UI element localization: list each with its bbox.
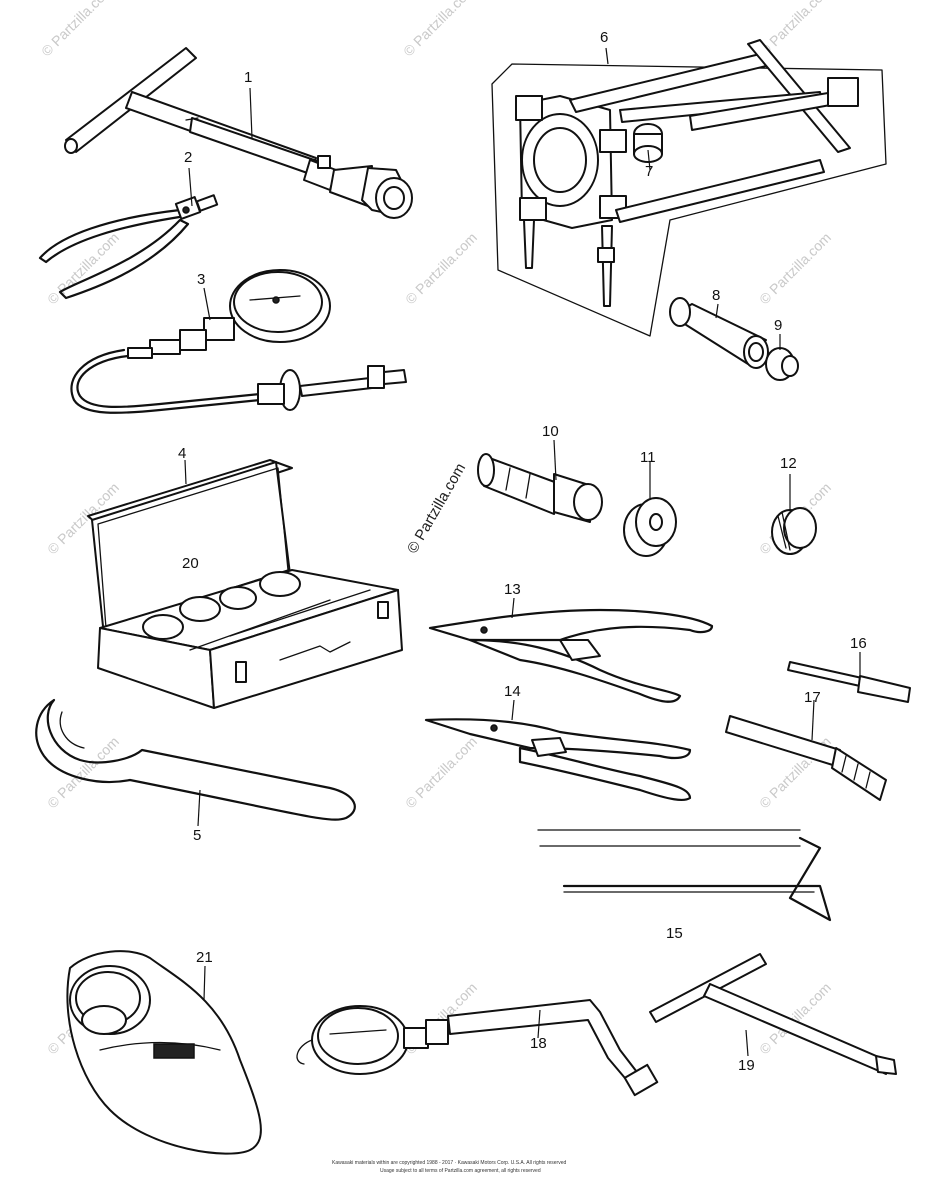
gauge-pouch-21 [66, 950, 262, 1155]
part-label-21: 21 [196, 949, 213, 966]
leader-lines [184, 47, 861, 1057]
sleeve-8 [669, 297, 769, 369]
part-label-12: 12 [780, 455, 797, 472]
part-label-9: 9 [774, 317, 783, 334]
bushing-11 [623, 497, 677, 557]
part-label-11: 11 [640, 449, 656, 466]
pliers [38, 194, 219, 300]
adapter-7 [633, 123, 663, 163]
hook-spanner-wrench [35, 698, 356, 821]
part-label-18: 18 [530, 1035, 547, 1052]
compression-gauge [70, 269, 407, 414]
part-label-19: 19 [738, 1057, 755, 1074]
part-label-16: 16 [850, 635, 867, 652]
knurled-driver-17 [725, 715, 887, 801]
footer-terms: Usage subject to all terms of Partzilla.… [380, 1168, 541, 1174]
part-label-3: 3 [197, 271, 206, 288]
part-label-15: 15 [666, 925, 683, 942]
t-handle-socket-wrench [64, 47, 413, 219]
part-label-4: 4 [178, 445, 187, 462]
part-label-17: 17 [804, 689, 821, 706]
circlip-pliers-13 [428, 608, 714, 703]
circlip-pliers-14 [424, 718, 692, 801]
tool-case [87, 459, 403, 709]
bearing-driver-10 [477, 453, 603, 523]
part-label-2: 2 [184, 149, 193, 166]
t-handle-19 [649, 953, 897, 1075]
part-label-6: 6 [600, 29, 609, 46]
part-label-14: 14 [504, 683, 521, 700]
part-label-8: 8 [712, 287, 721, 304]
pin-punch-16 [787, 661, 911, 703]
part-label-1: 1 [244, 69, 253, 86]
footer-copyright: Kawasaki materials within are copyrighte… [332, 1160, 567, 1166]
knurled-nut-12 [771, 507, 817, 555]
adapter-9 [765, 347, 799, 381]
pressure-gauge-18 [296, 999, 659, 1097]
part-label-7: 7 [645, 163, 654, 180]
bent-rod-15 [537, 829, 832, 922]
part-label-13: 13 [504, 581, 521, 598]
bearing-puller [491, 39, 887, 337]
part-label-10: 10 [542, 423, 559, 440]
part-label-20: 20 [182, 555, 199, 572]
part-label-5: 5 [193, 827, 202, 844]
